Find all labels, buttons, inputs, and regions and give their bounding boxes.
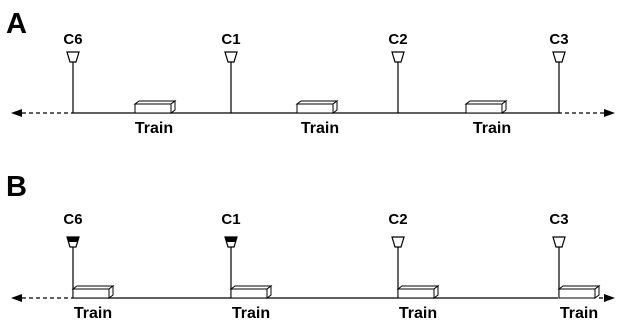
camera: C1: [221, 31, 241, 113]
train-label: Train: [301, 120, 339, 137]
train: Train: [133, 100, 177, 137]
camera-icon: [552, 51, 566, 113]
train-car-icon: [71, 285, 115, 299]
train-car-icon: [295, 100, 339, 114]
camera: C3: [549, 211, 569, 298]
train: Train: [71, 285, 115, 322]
camera-icon: [224, 51, 238, 113]
train-label: Train: [560, 305, 598, 322]
camera: C1: [221, 211, 241, 298]
arrow-left-icon: [11, 294, 22, 302]
train-car-icon: [133, 100, 177, 114]
camera-label: C6: [63, 211, 82, 228]
train: Train: [295, 100, 339, 137]
panel-label-b: B: [6, 171, 27, 203]
camera-label: C2: [388, 211, 407, 228]
camera-label: C2: [388, 31, 407, 48]
camera-label: C1: [221, 211, 240, 228]
arrow-left-icon: [11, 109, 22, 117]
arrow-right-icon: [604, 294, 615, 302]
camera-label: C3: [549, 211, 568, 228]
train-car-icon: [464, 100, 508, 114]
camera-icon: [66, 51, 80, 113]
train: Train: [557, 285, 601, 322]
camera: C3: [549, 31, 569, 113]
camera-label: C6: [63, 31, 82, 48]
train-car-icon: [229, 285, 273, 299]
camera: C2: [388, 31, 408, 113]
camera: C2: [388, 211, 408, 298]
camera-label: C1: [221, 31, 240, 48]
camera-label: C3: [549, 31, 568, 48]
camera: C6: [63, 31, 83, 113]
camera: C6: [63, 211, 83, 298]
train-label: Train: [135, 120, 173, 137]
camera-icon: [66, 236, 80, 298]
train-car-icon: [557, 285, 601, 299]
panel-label-a: A: [6, 8, 27, 40]
camera-icon: [391, 51, 405, 113]
train: Train: [229, 285, 273, 322]
train: Train: [396, 285, 440, 322]
train: Train: [464, 100, 511, 137]
track-line: [11, 294, 615, 302]
train-car-icon: [396, 285, 440, 299]
train-label: Train: [473, 120, 511, 137]
train-label: Train: [232, 305, 270, 322]
train-label: Train: [74, 305, 112, 322]
panel-a: A C6 C1 C2: [6, 8, 615, 137]
panel-b: B C6 C1 C2: [6, 171, 615, 322]
train-label: Train: [399, 305, 437, 322]
arrow-right-icon: [604, 109, 615, 117]
